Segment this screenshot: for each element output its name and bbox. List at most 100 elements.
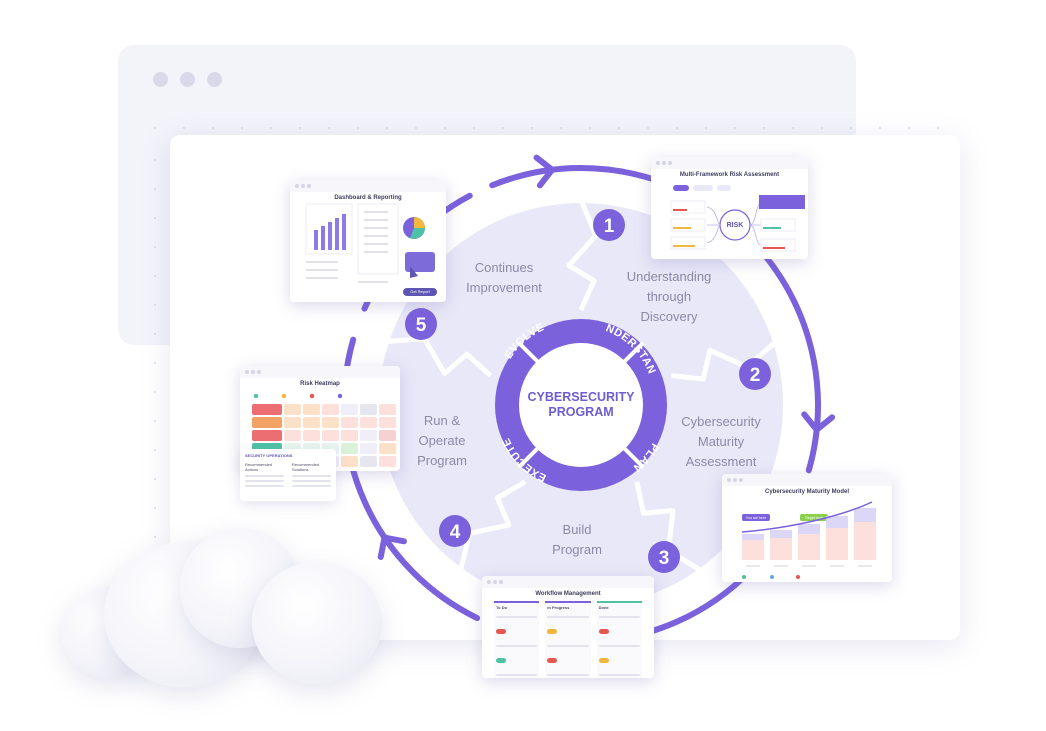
grid-dot	[734, 127, 736, 129]
grid-dot	[212, 127, 214, 129]
svg-text:5: 5	[416, 315, 427, 336]
dashboard-card-title: Dashboard & Reporting	[334, 195, 402, 201]
maturity-model-card-title: Cybersecurity Maturity Model	[764, 489, 850, 495]
grid-dot	[647, 127, 649, 129]
heatmap-cell	[341, 443, 358, 454]
workflow-column-done: Done	[596, 601, 642, 678]
workflow-column-in-progress: In Progress	[545, 601, 591, 678]
step-1-label-line3: Discovery	[640, 309, 698, 324]
grid-dot	[154, 246, 156, 248]
heatmap-cell	[360, 404, 377, 415]
step-2-label-line1: Cybersecurity	[681, 414, 761, 429]
grid-dot	[444, 127, 446, 129]
recommended-solutions-label: Recommended Solutions	[292, 462, 320, 472]
step-4-label-line2: Operate	[419, 433, 466, 448]
risk-assessment-card: Multi-Framework Risk Assessment RISK	[651, 157, 808, 259]
heatmap-cell	[341, 456, 358, 467]
heatmap-cell	[360, 443, 377, 454]
step-2-label-line3: Assessment	[686, 454, 757, 469]
heatmap-cell	[379, 404, 396, 415]
heatmap-cell	[360, 456, 377, 467]
grid-dot	[154, 478, 156, 480]
heatmap-cell	[379, 430, 396, 441]
heatmap-cell	[360, 430, 377, 441]
workflow-card-title: Workflow Management	[535, 591, 601, 597]
heatmap-cell	[379, 443, 396, 454]
step-3-label-line2: Program	[552, 542, 602, 557]
svg-text:3: 3	[659, 548, 670, 569]
window-dot	[153, 72, 168, 87]
cycle-arrowhead	[801, 411, 836, 433]
heatmap-cell	[252, 417, 282, 428]
heatmap-cell	[322, 404, 339, 415]
grid-dot	[850, 127, 852, 129]
risk-heatmap-card: Risk Heatmap	[240, 366, 400, 471]
heatmap-cell	[284, 404, 301, 415]
window-dot	[180, 72, 195, 87]
cycle-arrowhead	[533, 154, 556, 189]
window-dot	[207, 72, 222, 87]
dashboard-widgets	[305, 203, 435, 283]
workflow-column-todo: To Do	[494, 601, 540, 678]
grid-dot	[154, 217, 156, 219]
center-ring	[495, 319, 667, 491]
sector-divider	[458, 479, 527, 572]
grid-dot	[763, 127, 765, 129]
ring-divider	[622, 341, 645, 364]
center-circle	[519, 343, 643, 467]
grid-dot	[676, 127, 678, 129]
grid-dot	[705, 127, 707, 129]
heatmap-legend-dot	[281, 393, 287, 399]
grid-dot	[154, 362, 156, 364]
grid-dot	[270, 127, 272, 129]
grid-dot	[154, 275, 156, 277]
svg-text:2: 2	[750, 365, 761, 386]
cycle-arrowhead	[377, 534, 407, 560]
step-badge-2: 2	[739, 358, 771, 390]
grid-dot	[937, 127, 939, 129]
grid-dot	[415, 127, 417, 129]
grid-dot	[821, 127, 823, 129]
grid-dot	[154, 188, 156, 190]
grid-dot	[154, 159, 156, 161]
grid-dot	[879, 127, 881, 129]
heatmap-cell	[322, 430, 339, 441]
step-badge-3: 3	[648, 541, 680, 573]
svg-text:1: 1	[604, 216, 615, 237]
step-5-label-line2: Improvement	[466, 280, 542, 295]
step-1-label-line1: Understanding	[627, 269, 712, 284]
grid-dot	[908, 127, 910, 129]
get-report-button[interactable]: Get Report	[403, 288, 437, 296]
recommended-actions-label: Recommended Actions	[245, 462, 273, 472]
heatmap-cell	[303, 417, 320, 428]
maturity-model-card: Cybersecurity Maturity Model You are her…	[722, 474, 892, 582]
security-operations-card: SECURITY OPERATIONS Recommended Actions …	[240, 449, 336, 501]
step-5-label-line1: Continues	[475, 260, 534, 275]
risk-assessment-card-title: Multi-Framework Risk Assessment	[679, 172, 780, 178]
step-badge-1: 1	[593, 209, 625, 241]
step-badge-5: 5	[405, 308, 437, 340]
grid-dot	[386, 127, 388, 129]
heatmap-cell	[322, 417, 339, 428]
grid-dot	[154, 127, 156, 129]
grid-dot	[154, 536, 156, 538]
grid-dot	[328, 127, 330, 129]
step-badge-4: 4	[439, 515, 471, 547]
center-title-line1: CYBERSECURITY	[528, 390, 636, 404]
maturity-steps-chart: You are here Target level	[741, 501, 876, 579]
heatmap-legend-dot	[337, 393, 343, 399]
grid-dot	[589, 127, 591, 129]
grid-dot	[473, 127, 475, 129]
ring-divider	[517, 341, 540, 364]
heatmap-cell	[284, 417, 301, 428]
step-4-label-line1: Run &	[424, 413, 460, 428]
grid-dot	[154, 449, 156, 451]
grid-dot	[531, 127, 533, 129]
heatmap-cell	[341, 404, 358, 415]
risk-heatmap-card-title: Risk Heatmap	[300, 381, 340, 387]
grid-dot	[299, 127, 301, 129]
you-are-here-label: You are here	[746, 516, 766, 520]
step-4-label-line3: Program	[417, 453, 467, 468]
heatmap-legend-dot	[309, 393, 315, 399]
